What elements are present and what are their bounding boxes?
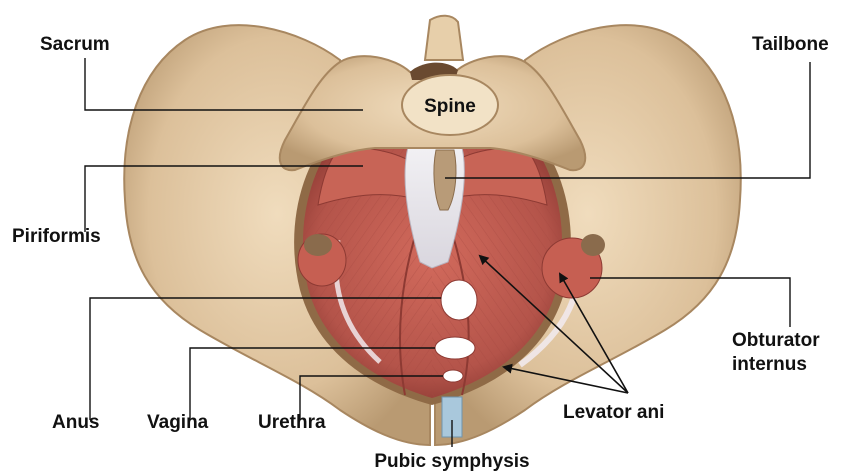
left-obturator-foramen [304,234,332,256]
label-levator-ani: Levator ani [563,402,664,423]
spinous-process [425,16,463,60]
label-obturator-line1: Obturator [732,330,820,351]
label-piriformis: Piriformis [12,226,101,247]
label-pubic-symphysis: Pubic symphysis [374,451,529,471]
label-vagina: Vagina [147,412,209,433]
sacrum: Spine [280,16,585,170]
label-sacrum: Sacrum [40,34,110,55]
label-obturator-line2: internus [732,354,807,375]
right-obturator-foramen [581,234,605,256]
anus-opening [441,280,477,320]
label-tailbone: Tailbone [752,34,829,55]
urethra-opening [443,370,463,382]
label-spine: Spine [424,96,476,117]
vagina-opening [435,337,475,359]
label-anus: Anus [52,412,100,433]
label-urethra: Urethra [258,412,326,433]
